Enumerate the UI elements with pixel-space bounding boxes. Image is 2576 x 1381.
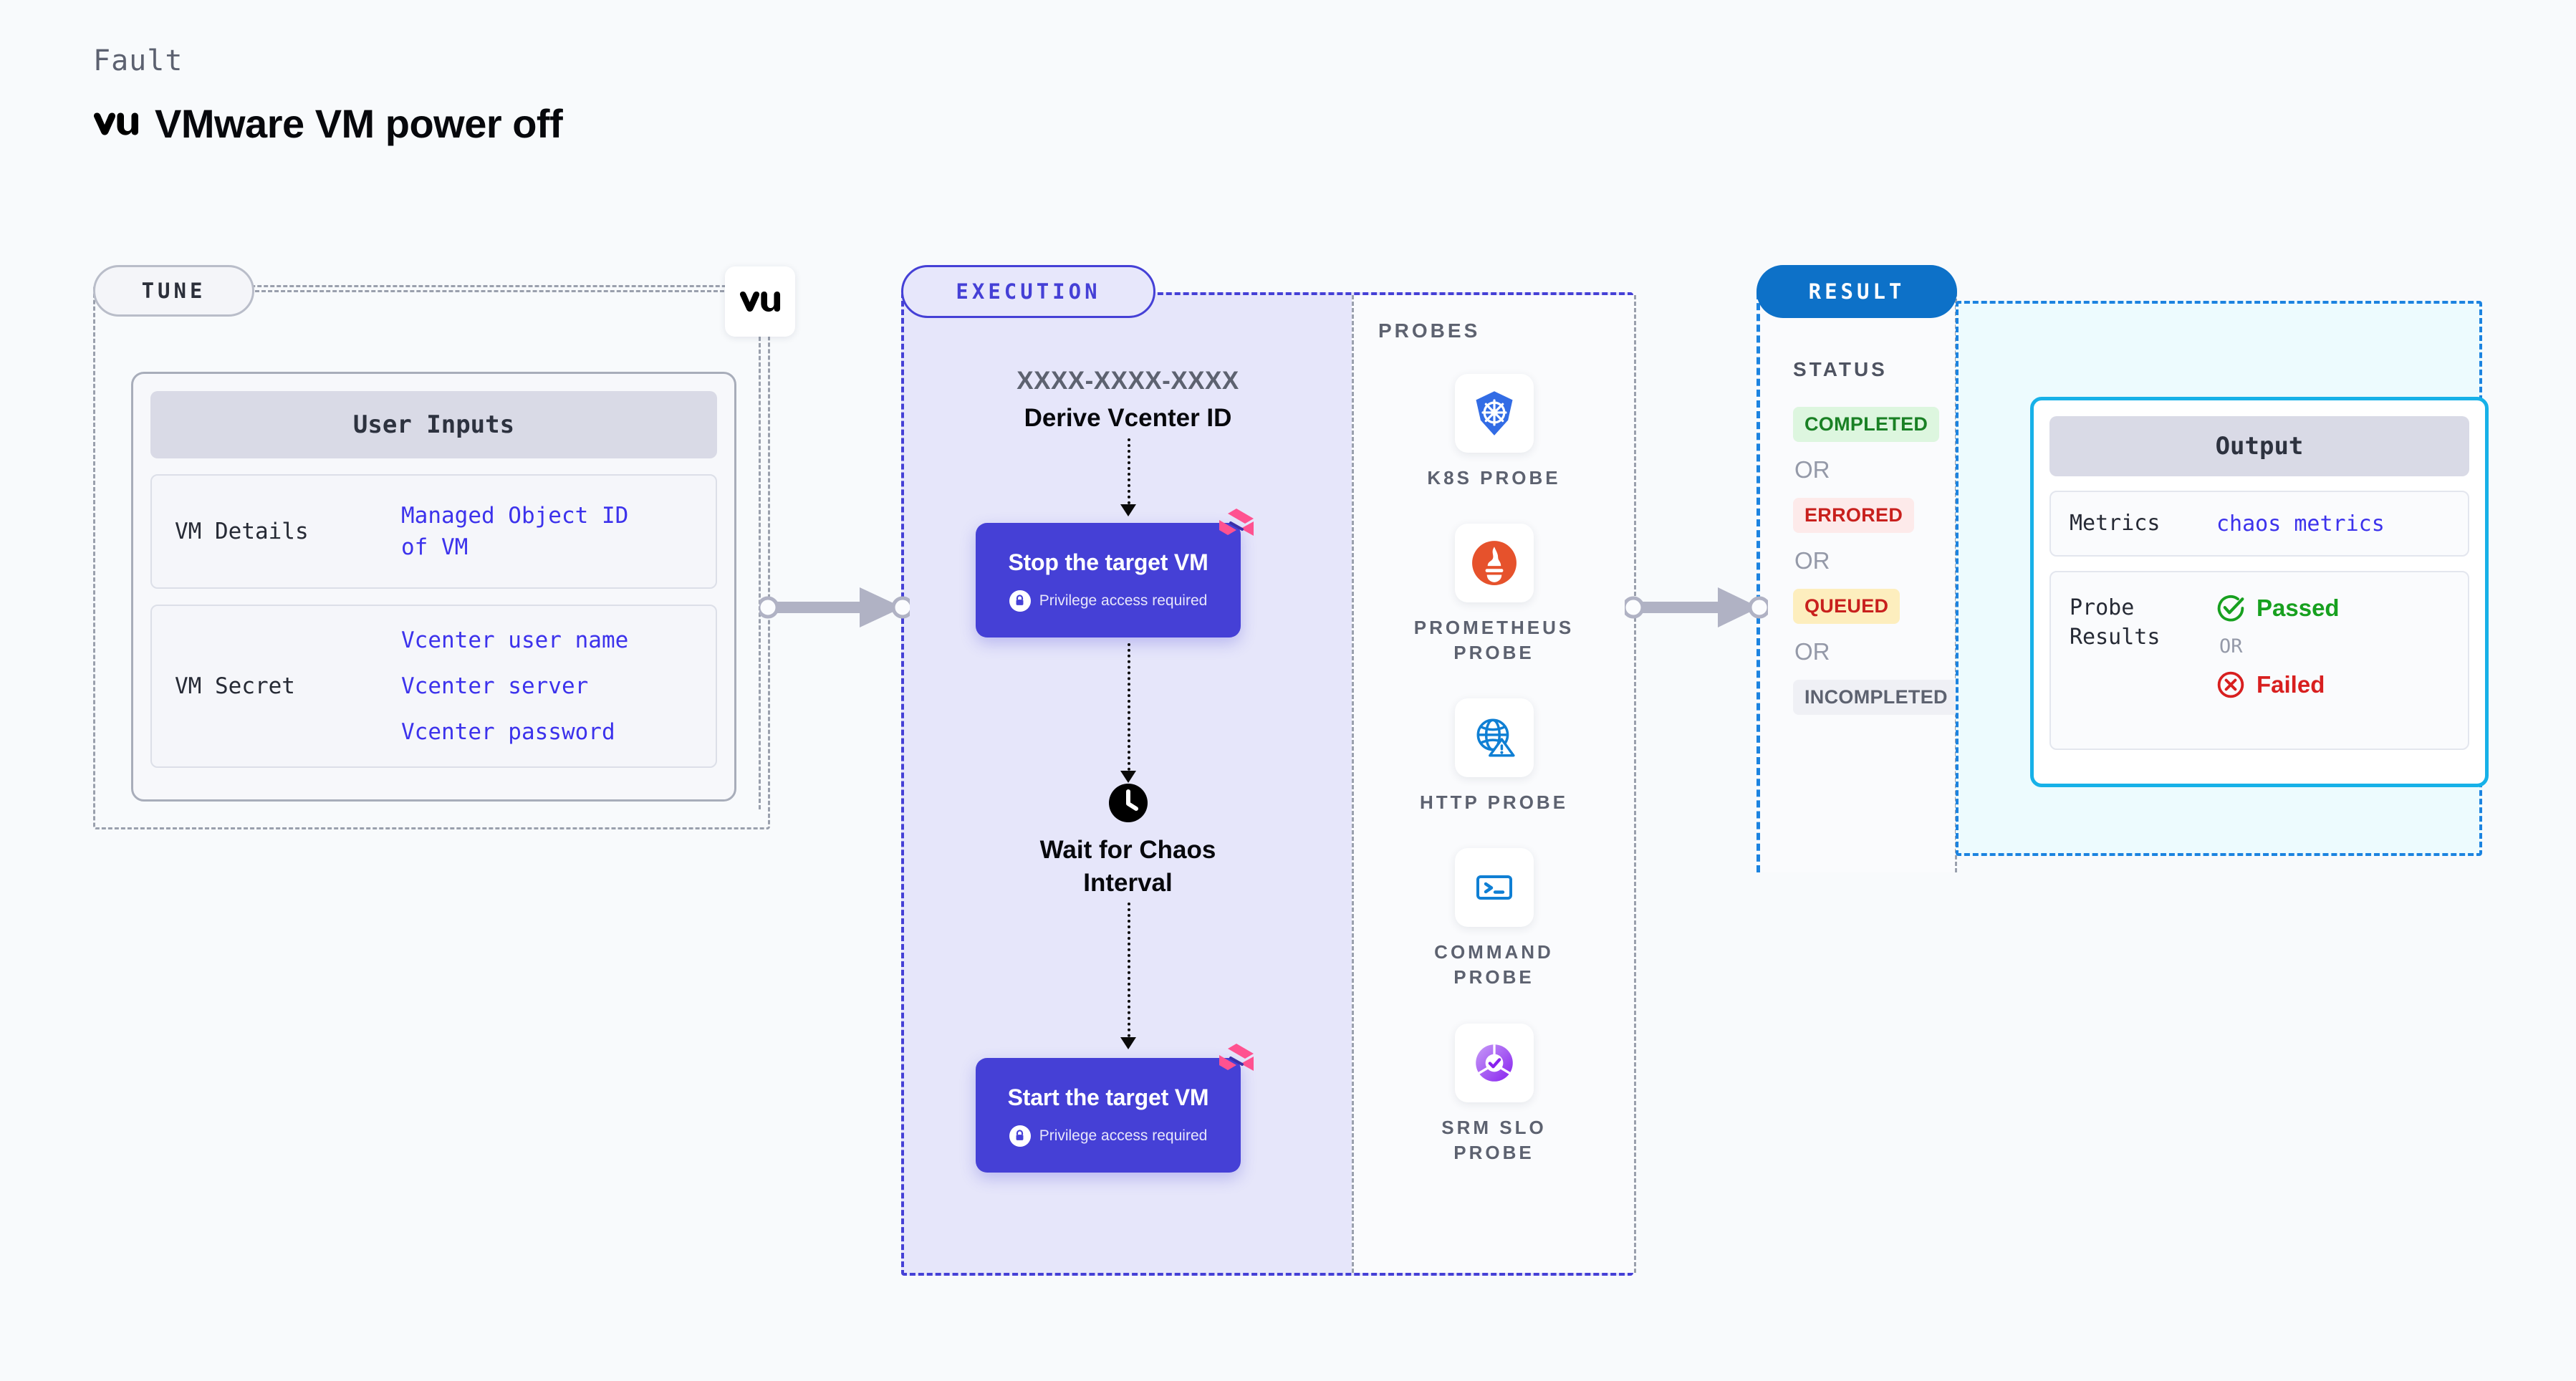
prometheus-icon <box>1454 524 1534 603</box>
input-value: Managed Object ID <box>401 502 629 529</box>
probe-label: HTTP PROBE <box>1419 791 1569 814</box>
input-value: Vcenter user name <box>401 627 629 653</box>
user-inputs-card: User Inputs VM Details Managed Object ID… <box>131 372 736 802</box>
privilege-note: Privilege access required <box>1009 1125 1208 1147</box>
execution-flow-column: XXXX-XXXX-XXXX Derive Vcenter ID Stop th… <box>904 295 1352 1273</box>
wait-label-line2: Interval <box>1083 868 1173 897</box>
input-row-values: Vcenter user name Vcenter server Vcenter… <box>401 625 628 748</box>
check-circle-icon <box>2217 595 2244 622</box>
page-header: Fault VMware VM power off <box>93 44 563 147</box>
connector-execution-to-result <box>1625 587 1768 627</box>
output-card: Output Metrics chaos metrics Probe Resul… <box>2030 397 2489 787</box>
input-row-vm-secret[interactable]: VM Secret Vcenter user name Vcenter serv… <box>150 605 717 768</box>
output-row-key: Probe Results <box>2062 594 2216 652</box>
probe-verdict-group: Passed OR Failed <box>2216 594 2340 699</box>
verdict-label: Failed <box>2257 671 2325 698</box>
lock-icon <box>1009 590 1031 612</box>
input-row-key: VM Secret <box>175 673 295 699</box>
input-value: Vcenter password <box>401 719 615 745</box>
output-region: Output Metrics chaos metrics Probe Resul… <box>1956 301 2489 856</box>
result-stage-pill[interactable]: RESULT <box>1756 265 1957 318</box>
page-title-row: VMware VM power off <box>93 100 563 147</box>
or-separator: OR <box>1794 456 1830 483</box>
status-badge-queued: QUEUED <box>1793 589 1900 624</box>
status-title: STATUS <box>1793 358 1888 380</box>
connector-tune-to-execution <box>759 587 910 627</box>
probe-results-key-line2: Results <box>2070 624 2161 650</box>
derive-vcenter-id-label: Derive Vcenter ID <box>1024 404 1232 432</box>
vmware-badge <box>725 266 795 337</box>
lock-icon <box>1009 1125 1031 1147</box>
status-badge-completed: COMPLETED <box>1793 407 1940 442</box>
input-row-key: VM Details <box>175 519 309 544</box>
privilege-note-text: Privilege access required <box>1039 592 1208 609</box>
input-row-values: Managed Object ID of VM <box>401 500 628 563</box>
input-row-vm-details[interactable]: VM Details Managed Object ID of VM <box>150 474 717 589</box>
input-value: of VM <box>401 534 468 560</box>
or-separator: OR <box>2219 635 2243 658</box>
x-circle-icon <box>2217 671 2244 698</box>
derive-vcenter-id-value: XXXX-XXXX-XXXX <box>1017 367 1239 395</box>
wait-label-line1: Wait for Chaos <box>1039 836 1216 864</box>
output-row-key: Metrics <box>2070 510 2161 536</box>
vmware-logo-icon <box>739 291 781 312</box>
tune-logo-connector <box>255 290 724 292</box>
probes-panel: PROBES <box>1352 295 1636 1273</box>
terminal-icon <box>1454 848 1534 928</box>
output-header: Output <box>2049 416 2469 476</box>
page-title: VMware VM power off <box>155 101 563 146</box>
probe-results-key-line1: Probe <box>2070 595 2135 620</box>
privilege-note-text: Privilege access required <box>1039 1127 1208 1144</box>
output-row-metrics[interactable]: Metrics chaos metrics <box>2049 491 2469 557</box>
execution-stage-pill[interactable]: EXECUTION <box>901 265 1155 318</box>
wait-for-chaos-interval-step: Wait for Chaos Interval <box>904 782 1352 899</box>
probes-title: PROBES <box>1378 319 1481 342</box>
probe-verdict-failed: Failed <box>2216 670 2340 699</box>
status-badge-errored: ERRORED <box>1793 498 1915 533</box>
status-list: COMPLETED OR ERRORED OR QUEUED OR INCOMP… <box>1793 407 1959 715</box>
or-separator: OR <box>1794 547 1830 574</box>
clock-icon <box>904 782 1352 824</box>
step-title: Start the target VM <box>1007 1084 1209 1110</box>
user-inputs-header: User Inputs <box>150 391 717 458</box>
kubernetes-icon <box>1454 374 1534 453</box>
or-separator: OR <box>1794 638 1830 665</box>
result-panel: STATUS COMPLETED OR ERRORED OR QUEUED OR… <box>1756 292 1959 872</box>
wait-label: Wait for Chaos Interval <box>904 834 1352 899</box>
status-badge-incompleted: INCOMPLETED <box>1793 680 1959 715</box>
harness-logo-icon <box>1219 509 1254 536</box>
srm-slo-icon <box>1454 1023 1534 1102</box>
vmware-logo-icon <box>94 112 138 135</box>
http-globe-icon <box>1454 698 1534 778</box>
tune-panel: User Inputs VM Details Managed Object ID… <box>93 285 770 829</box>
derive-vcenter-step: XXXX-XXXX-XXXX Derive Vcenter ID <box>904 367 1352 433</box>
harness-logo-icon <box>1219 1044 1254 1071</box>
tune-stage-pill[interactable]: TUNE <box>93 265 254 317</box>
execution-panel: XXXX-XXXX-XXXX Derive Vcenter ID Stop th… <box>901 292 1636 1276</box>
step-stop-target-vm[interactable]: Stop the target VM Privilege access requ… <box>976 509 1254 637</box>
probe-item-k8s[interactable]: K8S PROBE <box>1387 374 1602 491</box>
privilege-note: Privilege access required <box>1009 590 1208 612</box>
probe-label: K8S PROBE <box>1427 467 1561 489</box>
probe-item-http[interactable]: HTTP PROBE <box>1387 698 1602 815</box>
eyebrow-label: Fault <box>93 44 183 77</box>
chaos-metrics-link[interactable]: chaos metrics <box>2216 511 2385 536</box>
probe-verdict-passed: Passed <box>2216 594 2340 622</box>
output-row-probe-results: Probe Results Passed OR <box>2049 571 2469 750</box>
step-start-target-vm[interactable]: Start the target VM Privilege access req… <box>976 1044 1254 1173</box>
tune-logo-stem <box>759 337 761 809</box>
step-title: Stop the target VM <box>1008 549 1208 575</box>
input-value: Vcenter server <box>401 673 589 699</box>
verdict-label: Passed <box>2257 595 2340 621</box>
